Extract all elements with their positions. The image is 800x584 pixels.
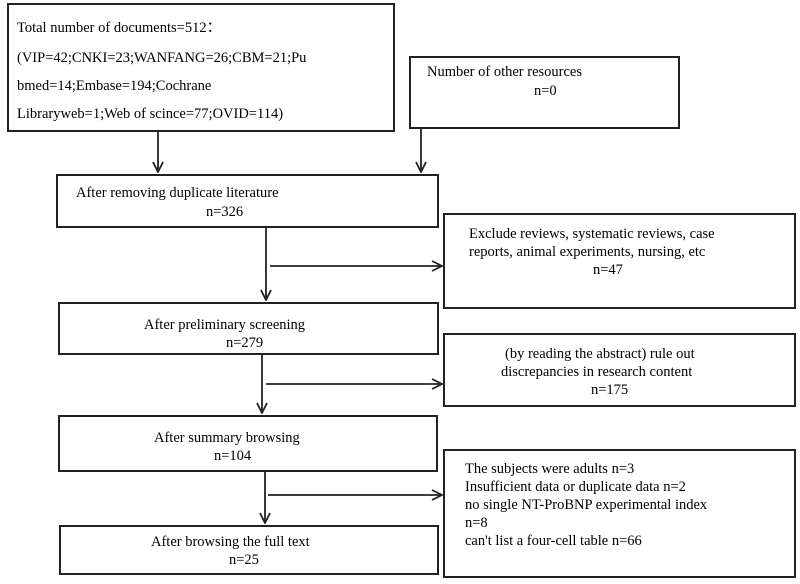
exclude-fulltext-line-1: The subjects were adults n=3	[465, 461, 635, 477]
exclude-reviews-box: Exclude reviews, systematic reviews, cas…	[443, 213, 796, 309]
total-documents-sources-3: Libraryweb=1;Web of scince=77;OVID=114)	[17, 106, 284, 122]
total-documents-sources-2: bmed=14;Embase=194;Cochrane	[17, 78, 212, 94]
dedup-box: After removing duplicate literature n=32…	[56, 174, 439, 228]
total-documents-box: Total number of documents=512： (VIP=42;C…	[7, 3, 395, 132]
exclude-abstract-line-2: discrepancies in research content	[501, 364, 693, 380]
summary-browsing-box: After summary browsing n=104	[58, 415, 438, 472]
summary-browsing-title: After summary browsing	[154, 430, 300, 446]
fulltext-title: After browsing the full text	[151, 534, 310, 550]
total-documents-sources-1: (VIP=42;CNKI=23;WANFANG=26;CBM=21;Pu	[17, 49, 306, 67]
exclude-abstract-line-1: (by reading the abstract) rule out	[505, 346, 695, 362]
exclude-reviews-count: n=47	[593, 262, 623, 278]
summary-browsing-count: n=104	[214, 448, 252, 464]
total-documents-title: Total number of documents=512：	[17, 20, 222, 36]
exclude-fulltext-box: The subjects were adults n=3 Insufficien…	[443, 449, 796, 578]
prelim-screening-count: n=279	[226, 335, 264, 351]
other-resources-box: Number of other resources n=0	[409, 56, 680, 129]
other-resources-title: Number of other resources	[427, 64, 583, 80]
prelim-screening-box: After preliminary screening n=279	[58, 302, 439, 355]
fulltext-count: n=25	[229, 552, 259, 568]
exclude-fulltext-line-3: no single NT-ProBNP experimental index	[465, 497, 708, 513]
other-resources-count: n=0	[534, 83, 557, 99]
exclude-fulltext-line-4: n=8	[465, 515, 488, 531]
exclude-fulltext-line-2: Insufficient data or duplicate data n=2	[465, 479, 686, 495]
prelim-screening-title: After preliminary screening	[144, 317, 306, 333]
fulltext-box: After browsing the full text n=25	[59, 525, 439, 575]
exclude-abstract-box: (by reading the abstract) rule out discr…	[443, 333, 796, 407]
exclude-reviews-line-2: reports, animal experiments, nursing, et…	[469, 244, 706, 260]
exclude-reviews-line-1: Exclude reviews, systematic reviews, cas…	[469, 226, 715, 242]
dedup-title: After removing duplicate literature	[76, 185, 279, 201]
dedup-count: n=326	[206, 204, 244, 220]
exclude-abstract-count: n=175	[591, 382, 629, 398]
total-documents-sources-1-text: (VIP=42;CNKI=23;WANFANG=26;CBM=21;Pu	[17, 50, 307, 66]
exclude-fulltext-line-5: can't list a four-cell table n=66	[465, 533, 642, 549]
